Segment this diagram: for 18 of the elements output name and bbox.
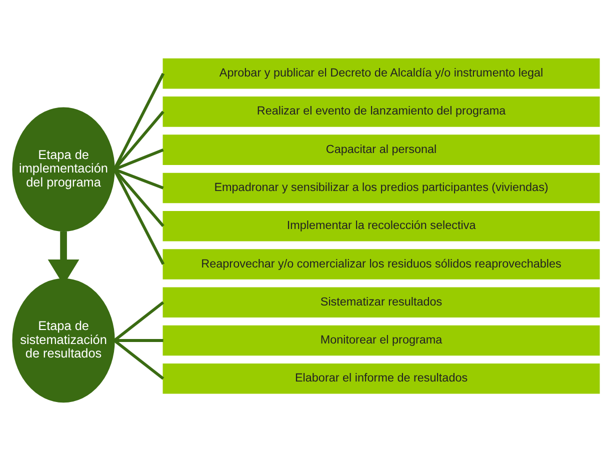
- node-box: Monitorear el programa: [162, 324, 600, 356]
- node-box: Reaprovechar y/o comercializar los residuos sólidos reaprovechables: [162, 248, 600, 279]
- node-ellipse: Etapa de sistematización de resultados: [12, 278, 115, 402]
- node-box: Empadronar y sensibilizar a los predios participantes (viviendas): [162, 172, 600, 203]
- connector: [113, 72, 165, 170]
- connector: [114, 148, 164, 170]
- node-box: Sistematizar resultados: [162, 286, 600, 318]
- connector: [114, 168, 164, 189]
- connector: [113, 338, 164, 380]
- node-box: Implementar la recolección selectiva: [162, 210, 600, 241]
- node-box: Realizar el evento de lanzamiento del programa: [162, 96, 600, 126]
- node-box: Capacitar al personal: [162, 134, 600, 164]
- node-ellipse: Etapa de implementación del programa: [12, 106, 115, 231]
- node-box: Elaborar el informe de resultados: [162, 362, 600, 394]
- connector: [113, 300, 164, 342]
- node-box: Aprobar y publicar el Decreto de Alcaldía y/o instrumento legal: [162, 58, 600, 88]
- connector: [113, 168, 165, 264]
- connector: [114, 338, 164, 342]
